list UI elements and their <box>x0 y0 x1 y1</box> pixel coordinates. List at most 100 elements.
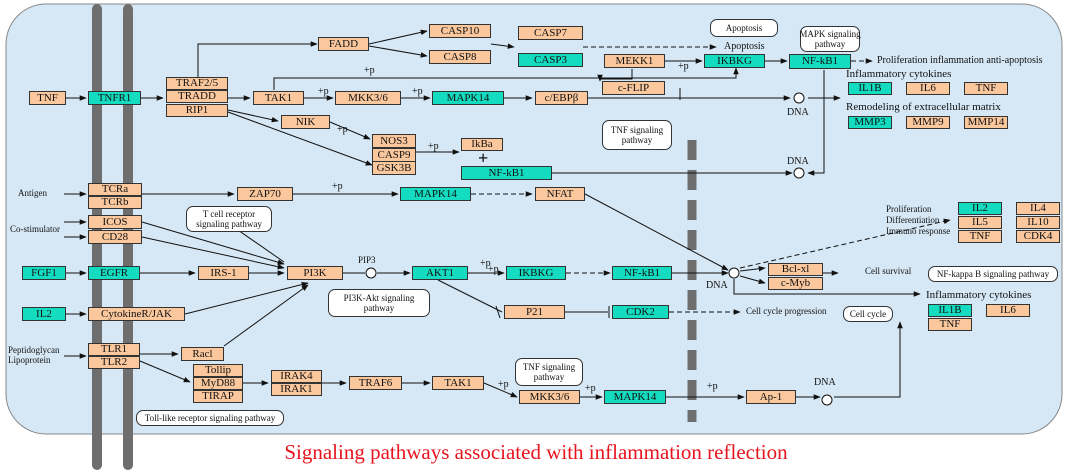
gene-zap70[interactable]: ZAP70 <box>237 187 293 201</box>
gene-casp9[interactable]: CASP9 <box>372 148 416 162</box>
gene-pi3k[interactable]: PI3K <box>287 266 343 280</box>
gene-tcrb[interactable]: TCRb <box>88 196 142 209</box>
gene-myd88[interactable]: MyD88 <box>193 377 243 390</box>
gene-tnf-low[interactable]: TNF <box>928 318 972 331</box>
label-phospho-10: +p <box>498 379 509 390</box>
gene-casp7[interactable]: CASP7 <box>518 26 583 40</box>
gene-il6-low[interactable]: IL6 <box>986 304 1030 317</box>
gene-traf2-5[interactable]: TRAF2/5 <box>166 77 228 90</box>
label-dna-1: DNA <box>787 107 809 118</box>
pathway-box-tlr[interactable]: Toll-like receptor signaling pathway <box>136 410 284 426</box>
gene-ikbkg-top[interactable]: IKBKG <box>704 54 765 68</box>
gene-fadd[interactable]: FADD <box>318 37 369 51</box>
gene-il1b-top[interactable]: IL1B <box>848 82 892 95</box>
gene-cytokiner-jak[interactable]: CytokineR/JAK <box>88 307 185 321</box>
gene-tirap[interactable]: TIRAP <box>193 390 243 403</box>
label-cell-survival: Cell survival <box>865 266 912 276</box>
gene-fgf1[interactable]: FGF1 <box>22 266 66 280</box>
pathway-box-pi3k-akt[interactable]: PI3K-Akt signaling pathway <box>328 289 430 317</box>
gene-mekk1[interactable]: MEKK1 <box>604 54 665 68</box>
gene-nfat[interactable]: NFAT <box>535 187 585 201</box>
gene-il6-top[interactable]: IL6 <box>906 82 950 95</box>
label-co-stimulator: Co-stimulator <box>10 224 60 234</box>
gene-mkk3-6[interactable]: MKK3/6 <box>335 91 401 105</box>
gene-casp8[interactable]: CASP8 <box>429 50 491 64</box>
gene-tradd[interactable]: TRADD <box>166 90 228 103</box>
gene-mapk14-top[interactable]: MAPK14 <box>432 91 504 105</box>
gene-casp3[interactable]: CASP3 <box>518 53 583 67</box>
gene-tlr2[interactable]: TLR2 <box>88 356 140 369</box>
gene-tak1[interactable]: TAK1 <box>253 91 304 105</box>
gene-tak1-low[interactable]: TAK1 <box>432 376 484 390</box>
gene-mapk14-mid[interactable]: MAPK14 <box>400 187 471 201</box>
gene-cebpb[interactable]: c/EBPβ <box>535 91 588 105</box>
gene-il1b-low[interactable]: IL1B <box>928 304 972 317</box>
label-immuno-response: Immuno response <box>886 226 951 236</box>
gene-rip1[interactable]: RIP1 <box>166 104 228 117</box>
gene-cdk2[interactable]: CDK2 <box>612 305 669 319</box>
gene-tnfr1[interactable]: TNFR1 <box>88 91 141 105</box>
gene-tnf[interactable]: TNF <box>29 91 66 105</box>
label-plus-sign: + <box>478 148 489 168</box>
label-differentiation: Differentiation <box>886 215 940 225</box>
label-phospho-6: +p <box>428 141 439 152</box>
gene-il2-low[interactable]: IL2 <box>22 307 66 321</box>
gene-casp10[interactable]: CASP10 <box>429 24 491 38</box>
gene-mapk14-low[interactable]: MAPK14 <box>604 390 666 404</box>
label-phospho-4: +p <box>678 61 689 72</box>
label-phospho-12: +p <box>707 381 718 392</box>
gene-mmp14[interactable]: MMP14 <box>964 116 1008 129</box>
pathway-box-tnf-low[interactable]: TNF signaling pathway <box>515 358 583 386</box>
gene-akt1[interactable]: AKT1 <box>412 266 468 280</box>
gene-cdk4[interactable]: CDK4 <box>1016 230 1060 243</box>
label-phospho-7: +p <box>332 181 343 192</box>
gene-tnf-mid[interactable]: TNF <box>958 230 1002 243</box>
gene-cd28[interactable]: CD28 <box>88 230 142 244</box>
label-phospho-2: +p <box>318 86 329 97</box>
gene-irak4[interactable]: IRAK4 <box>271 370 322 383</box>
gene-nik[interactable]: NIK <box>281 115 330 129</box>
gene-irak1[interactable]: IRAK1 <box>271 383 322 396</box>
gene-mkk3-6-low[interactable]: MKK3/6 <box>519 390 580 404</box>
arrows <box>64 29 951 400</box>
pathway-box-apoptosis[interactable]: Apoptosis <box>710 19 778 37</box>
gene-cmyb[interactable]: c-Myb <box>768 277 823 290</box>
gene-il5[interactable]: IL5 <box>958 216 1002 229</box>
label-proliferation: Proliferation <box>886 204 932 214</box>
figure-caption: Signaling pathways associated with infla… <box>284 440 788 464</box>
gene-nfkb1-mid[interactable]: NF-kB1 <box>461 166 552 180</box>
gene-nos3[interactable]: NOS3 <box>372 134 416 148</box>
gene-p21[interactable]: P21 <box>504 305 565 319</box>
gene-bclxl[interactable]: Bcl-xl <box>768 263 823 276</box>
pathway-box-mapk[interactable]: MAPK signaling pathway <box>799 26 861 52</box>
gene-egfr[interactable]: EGFR <box>88 266 140 280</box>
gene-mmp9[interactable]: MMP9 <box>906 116 950 129</box>
label-apoptosis-target: Apoptosis <box>724 41 765 52</box>
pathway-box-tnf-top[interactable]: TNF signaling pathway <box>602 120 672 150</box>
gene-gsk3b[interactable]: GSK3B <box>372 161 416 175</box>
gene-racl[interactable]: Racl <box>181 347 224 361</box>
gene-ikba[interactable]: IkBa <box>461 138 503 151</box>
gene-tlr1[interactable]: TLR1 <box>88 343 140 356</box>
gene-tnf-top[interactable]: TNF <box>964 82 1008 95</box>
gene-nfkb1-top[interactable]: NF-kB1 <box>789 54 851 69</box>
gene-icos[interactable]: ICOS <box>88 215 142 229</box>
gene-il4[interactable]: IL4 <box>1016 202 1060 215</box>
gene-traf6[interactable]: TRAF6 <box>349 376 402 390</box>
gene-ap1[interactable]: Ap-1 <box>746 390 796 404</box>
gene-il2-top[interactable]: IL2 <box>958 202 1002 215</box>
gene-mmp3[interactable]: MMP3 <box>848 116 892 129</box>
gene-cflip[interactable]: c-FLIP <box>602 81 665 95</box>
gene-ikbkg-mid[interactable]: IKBKG <box>506 266 566 280</box>
label-dna-4: DNA <box>814 377 836 388</box>
gene-nfkb1-low[interactable]: NF-kB1 <box>612 266 672 280</box>
pathway-box-nfkb[interactable]: NF-kappa B signaling pathway <box>928 266 1058 282</box>
pathway-box-tcr[interactable]: T cell receptor signaling pathway <box>186 206 272 232</box>
label-proliferation-inflammation: Proliferation inflammation anti-apoptosi… <box>877 55 1043 66</box>
gene-tollip[interactable]: Tollip <box>193 364 243 377</box>
label-phospho-8: +p <box>480 258 491 269</box>
gene-il10[interactable]: IL10 <box>1016 216 1060 229</box>
pathway-box-cell-cycle[interactable]: Cell cycle <box>843 306 893 322</box>
gene-tcra[interactable]: TCRa <box>88 183 142 196</box>
gene-irs1[interactable]: IRS-1 <box>198 266 249 280</box>
